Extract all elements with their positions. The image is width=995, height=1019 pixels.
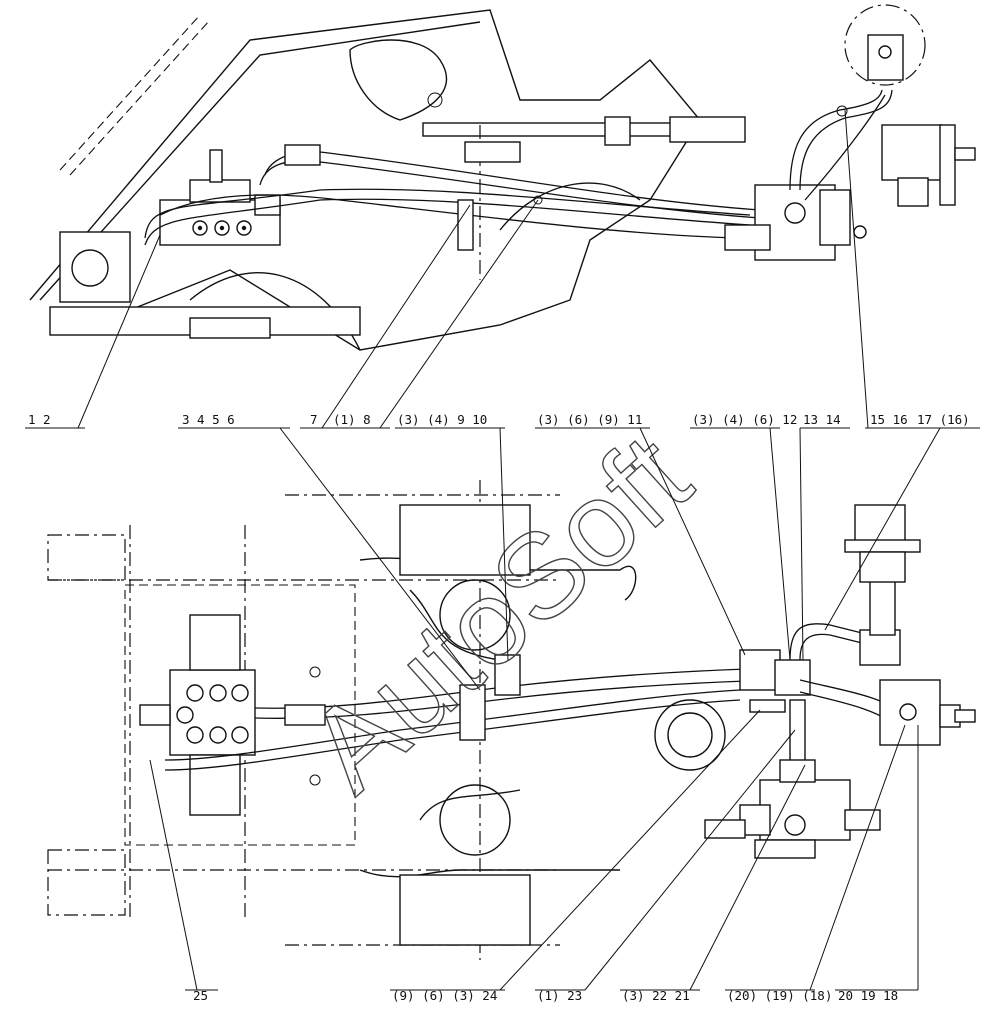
callout-1-2: 1 2: [28, 412, 51, 427]
callout-15-16: 15 16: [870, 412, 908, 427]
watermark-text: AutoSoft: [283, 409, 715, 817]
callout-1-23: (1) 23: [537, 988, 582, 1003]
callout-leaders: [25, 109, 980, 991]
callout-7: 7: [310, 412, 318, 427]
callout-17-16: 17 (16): [917, 412, 970, 427]
callout-25: 25: [193, 988, 208, 1003]
plan-view: [47, 480, 976, 960]
callout-3-4-5-6: 3 4 5 6: [182, 412, 235, 427]
callout-labels: 1 2 3 4 5 6 7 (1) 8 (3) (4) 9 10 (3) (6)…: [28, 412, 970, 1003]
callout-1-8: (1) 8: [333, 412, 371, 427]
callout-9-6-3-24: (9) (6) (3) 24: [392, 988, 497, 1003]
callout-13-14: 13 14: [803, 412, 841, 427]
callout-3-6-9-11: (3) (6) (9) 11: [537, 412, 642, 427]
callout-20-19-18-ref: (20) (19) (18): [727, 988, 832, 1003]
callout-3-22-21: (3) 22 21: [622, 988, 690, 1003]
side-elevation-view: [29, 4, 976, 351]
callout-20-19-18: 20 19 18: [838, 988, 898, 1003]
callout-3-4-9-10: (3) (4) 9 10: [397, 412, 487, 427]
callout-3-4-6-12: (3) (4) (6) 12: [692, 412, 797, 427]
watermark: AutoSoft: [282, 409, 715, 818]
